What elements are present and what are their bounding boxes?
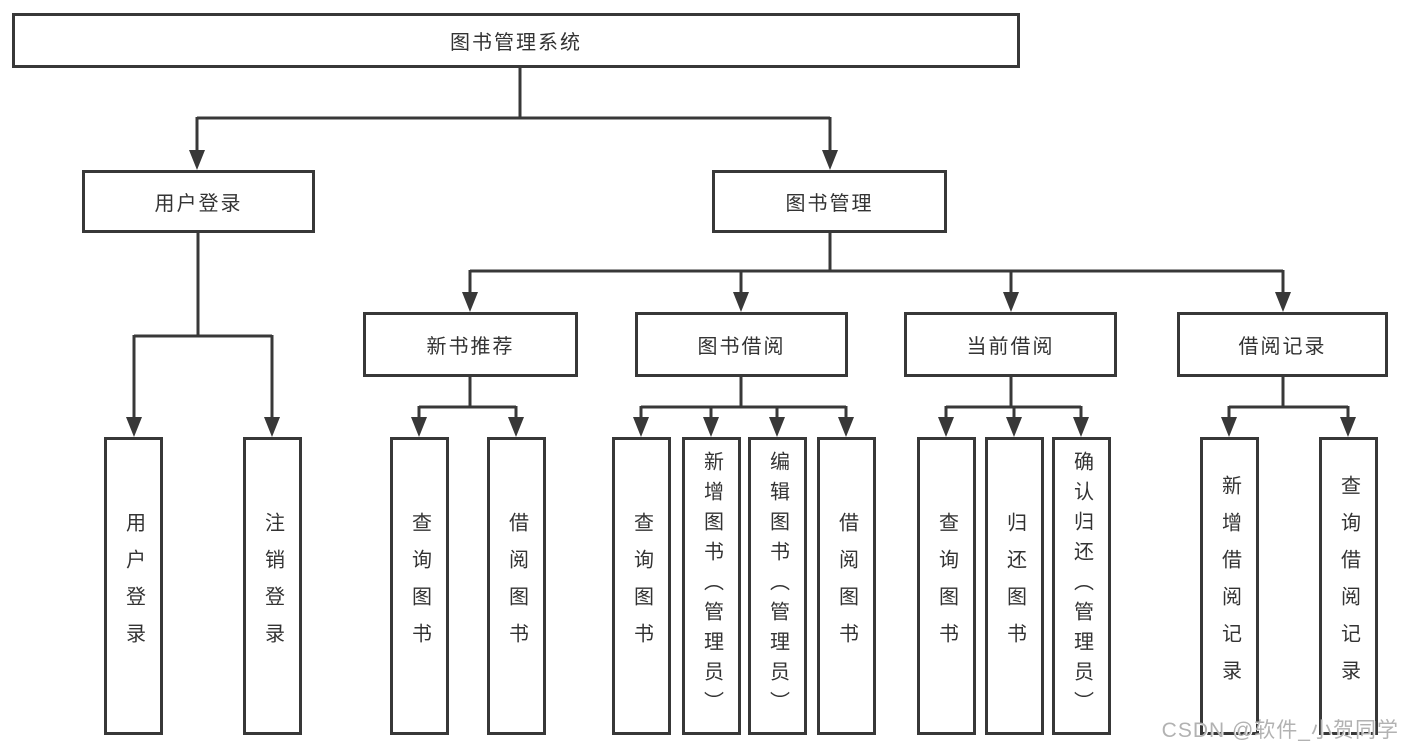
leaf-label: 查询借阅记录 (1337, 475, 1360, 697)
leaf-label: 编辑图书（管理员） (766, 451, 789, 721)
leaf-label: 查询图书 (630, 512, 653, 660)
leaf-label: 查询图书 (935, 512, 958, 660)
arrow-down-icon (462, 292, 478, 312)
leaf-label: 查询图书 (408, 512, 431, 660)
leaf-borrow-books-recommend: 借阅图书 (487, 437, 546, 735)
leaf-label: 注销登录 (261, 512, 284, 660)
leaf-label: 借阅图书 (835, 512, 858, 660)
leaf-confirm-return-admin: 确认归还（管理员） (1052, 437, 1111, 735)
arrow-down-icon (938, 417, 954, 437)
leaf-label: 归还图书 (1003, 512, 1026, 660)
node-library-management-system: 图书管理系统 (12, 13, 1020, 68)
arrow-down-icon (508, 417, 524, 437)
leaf-add-borrow-record: 新增借阅记录 (1200, 437, 1259, 735)
leaf-label: 借阅图书 (505, 512, 528, 660)
node-label: 借阅记录 (1238, 336, 1327, 358)
node-label: 当前借阅 (966, 336, 1055, 358)
arrow-down-icon (633, 417, 649, 437)
node-new-book-recommend: 新书推荐 (363, 312, 578, 377)
leaf-label: 新增图书（管理员） (700, 451, 723, 721)
leaf-add-books-admin: 新增图书（管理员） (682, 437, 741, 735)
node-user-login: 用户登录 (82, 170, 315, 233)
arrow-down-icon (189, 150, 205, 170)
arrow-down-icon (1006, 417, 1022, 437)
leaf-edit-books-admin: 编辑图书（管理员） (748, 437, 807, 735)
leaf-label: 用户登录 (122, 512, 145, 660)
leaf-label: 新增借阅记录 (1218, 475, 1241, 697)
arrow-down-icon (126, 417, 142, 437)
node-label: 用户登录 (154, 193, 243, 215)
arrow-down-icon (1003, 292, 1019, 312)
leaf-query-books-recommend: 查询图书 (390, 437, 449, 735)
arrow-down-icon (264, 417, 280, 437)
arrow-down-icon (1073, 417, 1089, 437)
leaf-borrow-books: 借阅图书 (817, 437, 876, 735)
node-current-borrowing: 当前借阅 (904, 312, 1117, 377)
leaf-return-books: 归还图书 (985, 437, 1044, 735)
node-label: 图书管理系统 (450, 32, 582, 54)
node-label: 图书借阅 (697, 336, 786, 358)
arrow-down-icon (411, 417, 427, 437)
arrow-down-icon (733, 292, 749, 312)
node-label: 新书推荐 (426, 336, 515, 358)
leaf-query-borrow-record: 查询借阅记录 (1319, 437, 1378, 735)
arrow-down-icon (1275, 292, 1291, 312)
node-label: 图书管理 (785, 193, 874, 215)
arrow-down-icon (769, 417, 785, 437)
leaf-logout: 注销登录 (243, 437, 302, 735)
leaf-query-books-current: 查询图书 (917, 437, 976, 735)
leaf-user-login: 用户登录 (104, 437, 163, 735)
arrow-down-icon (703, 417, 719, 437)
arrow-down-icon (838, 417, 854, 437)
node-book-borrowing: 图书借阅 (635, 312, 848, 377)
arrow-down-icon (1221, 417, 1237, 437)
arrow-down-icon (822, 150, 838, 170)
leaf-query-books-borrowing: 查询图书 (612, 437, 671, 735)
csdn-watermark: CSDN @软件_小贺同学 (1161, 719, 1399, 742)
arrow-down-icon (1340, 417, 1356, 437)
node-borrowing-records: 借阅记录 (1177, 312, 1388, 377)
node-book-management: 图书管理 (712, 170, 947, 233)
leaf-label: 确认归还（管理员） (1070, 451, 1093, 721)
